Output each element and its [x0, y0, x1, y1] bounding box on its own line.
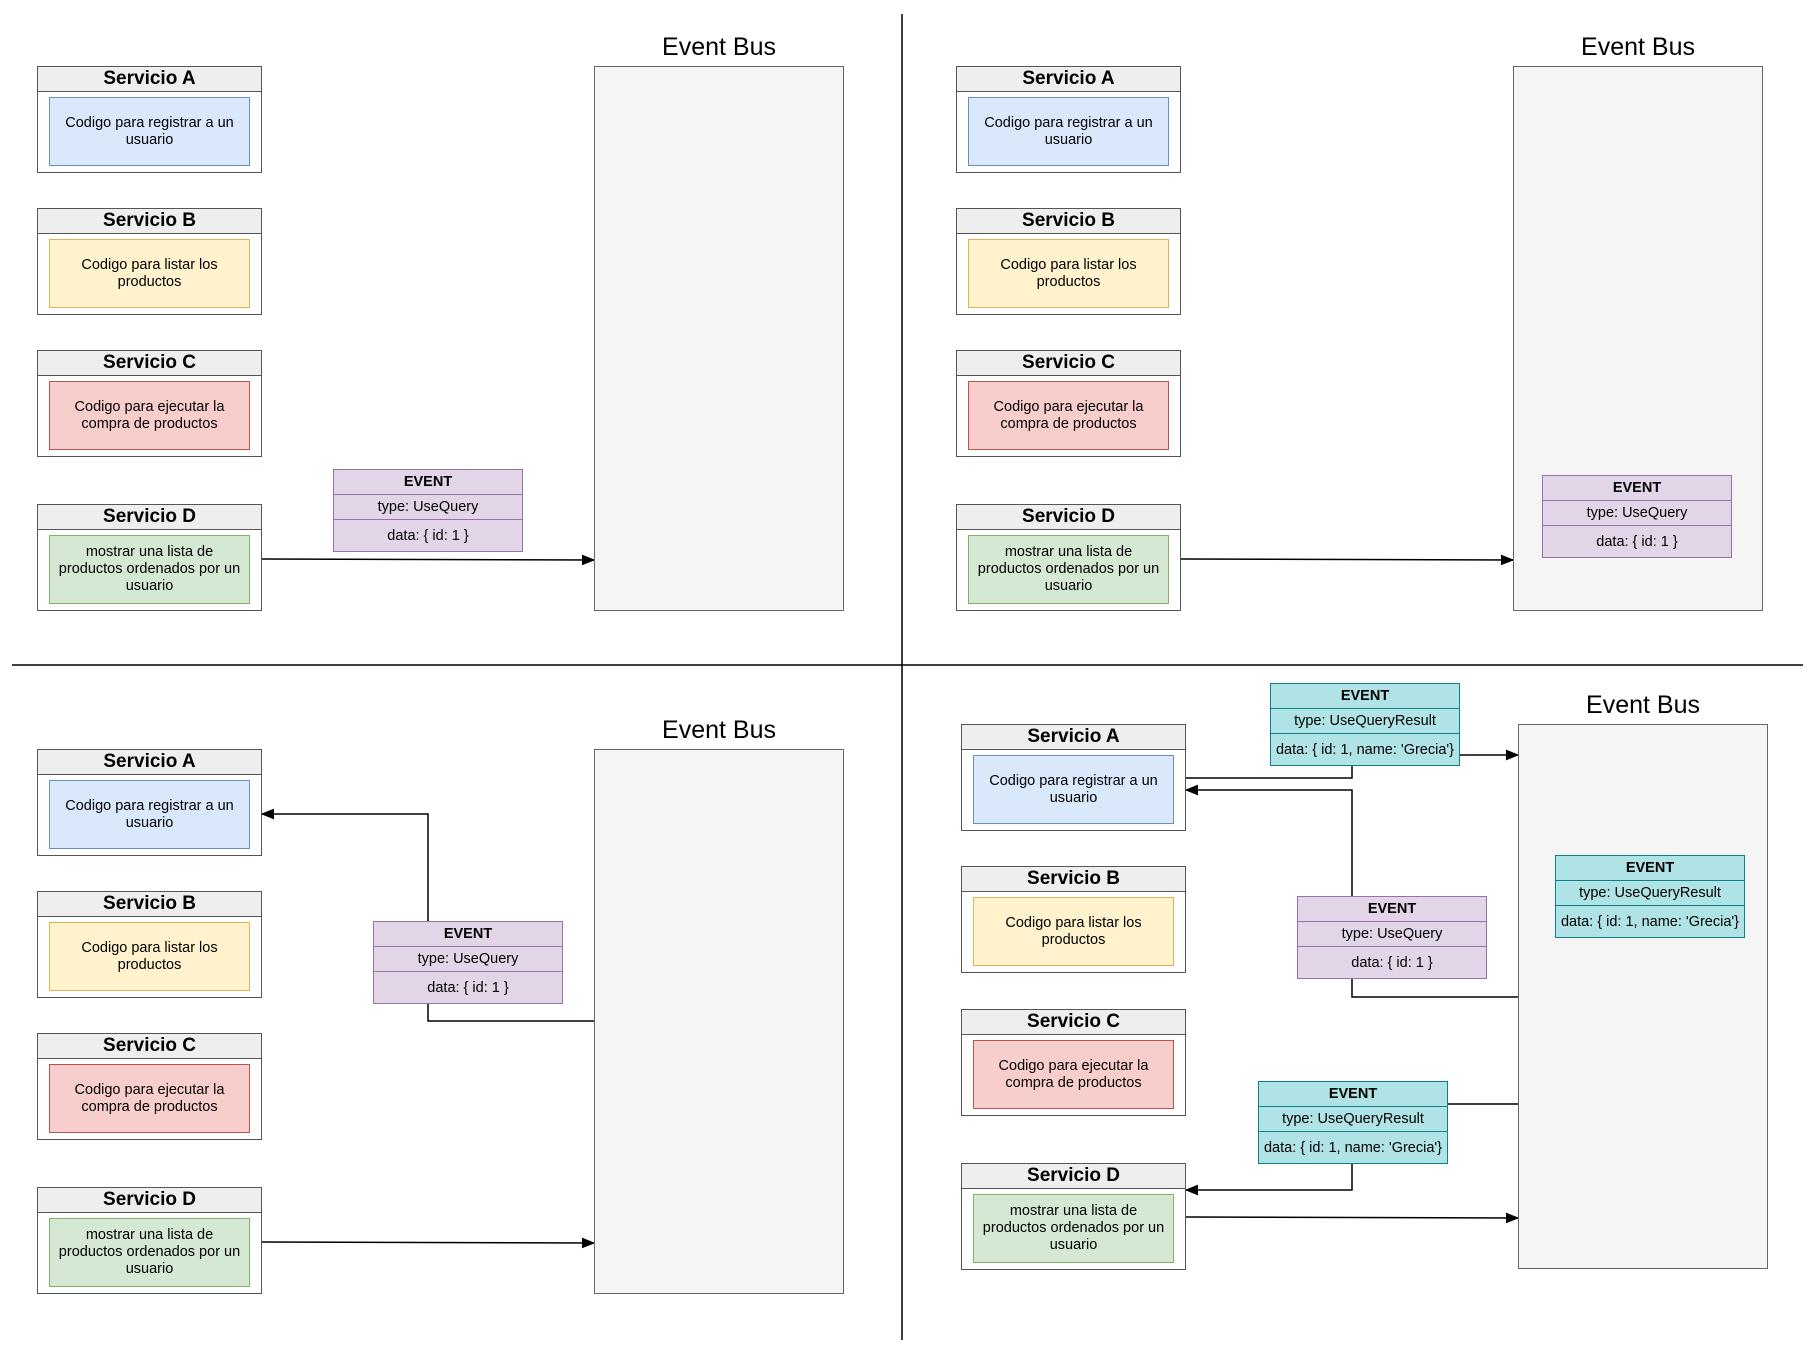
event-data: data: { id: 1 }: [1298, 946, 1486, 978]
event-data: data: { id: 1, name: 'Grecia'}: [1259, 1131, 1447, 1163]
event-bus: [594, 66, 844, 611]
event-data: data: { id: 1, name: 'Grecia'}: [1556, 905, 1744, 937]
service-b: Servicio B Codigo para listar los produc…: [956, 208, 1181, 315]
service-title: Servicio B: [957, 209, 1180, 234]
service-title: Servicio A: [38, 750, 261, 775]
event-usequeryresult: EVENT type: UseQueryResult data: { id: 1…: [1270, 683, 1460, 766]
service-c: Servicio C Codigo para ejecutar la compr…: [956, 350, 1181, 457]
service-d: Servicio D mostrar una lista de producto…: [37, 1187, 262, 1294]
service-a: Servicio A Codigo para registrar a un us…: [37, 66, 262, 173]
service-a: Servicio A Codigo para registrar a un us…: [956, 66, 1181, 173]
service-c: Servicio C Codigo para ejecutar la compr…: [37, 1033, 262, 1140]
service-description: mostrar una lista de productos ordenados…: [49, 535, 250, 604]
arrow-bus-to-a: [260, 808, 594, 1022]
event-data: data: { id: 1 }: [1543, 525, 1731, 557]
event-bus: [594, 749, 844, 1294]
service-c: Servicio C Codigo para ejecutar la compr…: [37, 350, 262, 457]
event-type: type: UseQueryResult: [1556, 880, 1744, 905]
event-usequery: EVENT type: UseQuery data: { id: 1 }: [1297, 896, 1487, 979]
event-type: type: UseQueryResult: [1259, 1106, 1447, 1131]
service-description: Codigo para ejecutar la compra de produc…: [49, 381, 250, 450]
service-title: Servicio C: [962, 1010, 1185, 1035]
service-b: Servicio B Codigo para listar los produc…: [37, 208, 262, 315]
service-description: Codigo para ejecutar la compra de produc…: [973, 1040, 1174, 1109]
arrow-d-to-bus: [261, 554, 596, 566]
service-title: Servicio B: [38, 892, 261, 917]
arrow-d-to-bus: [261, 1237, 596, 1249]
event-data: data: { id: 1, name: 'Grecia'}: [1271, 733, 1459, 765]
event-title: EVENT: [1328, 1086, 1378, 1102]
service-description: mostrar una lista de productos ordenados…: [968, 535, 1169, 604]
service-title: Servicio D: [962, 1164, 1185, 1189]
service-b: Servicio B Codigo para listar los produc…: [961, 866, 1186, 973]
service-title: Servicio C: [38, 351, 261, 376]
arrow-bus-to-a: [1184, 784, 1518, 998]
event-type: type: UseQueryResult: [1271, 708, 1459, 733]
service-description: Codigo para listar los productos: [968, 239, 1169, 308]
event-usequeryresult: EVENT type: UseQueryResult data: { id: 1…: [1258, 1081, 1448, 1164]
service-description: mostrar una lista de productos ordenados…: [49, 1218, 250, 1287]
service-description: Codigo para listar los productos: [49, 239, 250, 308]
event-data: data: { id: 1 }: [334, 519, 522, 551]
service-title: Servicio C: [957, 351, 1180, 376]
service-d: Servicio D mostrar una lista de producto…: [37, 504, 262, 611]
service-title: Servicio B: [962, 867, 1185, 892]
arrow-d-to-bus: [1180, 554, 1515, 566]
event-title: EVENT: [1367, 901, 1417, 917]
service-description: Codigo para registrar a un usuario: [49, 97, 250, 166]
event-usequeryresult: EVENT type: UseQueryResult data: { id: 1…: [1555, 855, 1745, 938]
event-data: data: { id: 1 }: [374, 971, 562, 1003]
service-d: Servicio D mostrar una lista de producto…: [956, 504, 1181, 611]
event-usequery: EVENT type: UseQuery data: { id: 1 }: [1542, 475, 1732, 558]
service-d: Servicio D mostrar una lista de producto…: [961, 1163, 1186, 1270]
service-description: Codigo para listar los productos: [973, 897, 1174, 966]
service-title: Servicio A: [957, 67, 1180, 92]
service-title: Servicio C: [38, 1034, 261, 1059]
service-a: Servicio A Codigo para registrar a un us…: [37, 749, 262, 856]
service-title: Servicio D: [957, 505, 1180, 530]
service-title: Servicio D: [38, 1188, 261, 1213]
service-title: Servicio A: [38, 67, 261, 92]
event-type: type: UseQuery: [1298, 921, 1486, 946]
event-usequery: EVENT type: UseQuery data: { id: 1 }: [373, 921, 563, 1004]
service-b: Servicio B Codigo para listar los produc…: [37, 891, 262, 998]
service-c: Servicio C Codigo para ejecutar la compr…: [961, 1009, 1186, 1116]
arrow-d-to-bus: [1185, 1212, 1520, 1224]
event-type: type: UseQuery: [1543, 500, 1731, 525]
event-bus-title: Event Bus: [1586, 691, 1700, 719]
service-description: Codigo para listar los productos: [49, 922, 250, 991]
service-title: Servicio B: [38, 209, 261, 234]
service-description: Codigo para registrar a un usuario: [968, 97, 1169, 166]
service-a: Servicio A Codigo para registrar a un us…: [961, 724, 1186, 831]
event-title: EVENT: [1340, 688, 1390, 704]
event-bus: [1518, 724, 1768, 1269]
event-title: EVENT: [1612, 480, 1662, 496]
event-bus-title: Event Bus: [662, 33, 776, 61]
event-type: type: UseQuery: [374, 946, 562, 971]
service-title: Servicio D: [38, 505, 261, 530]
event-bus-title: Event Bus: [1581, 33, 1695, 61]
event-bus-title: Event Bus: [662, 716, 776, 744]
event-title: EVENT: [1625, 860, 1675, 876]
service-description: Codigo para registrar a un usuario: [49, 780, 250, 849]
event-type: type: UseQuery: [334, 494, 522, 519]
event-title: EVENT: [443, 926, 493, 942]
event-title: EVENT: [403, 474, 453, 490]
service-description: Codigo para registrar a un usuario: [973, 755, 1174, 824]
service-title: Servicio A: [962, 725, 1185, 750]
service-description: Codigo para ejecutar la compra de produc…: [49, 1064, 250, 1133]
service-description: Codigo para ejecutar la compra de produc…: [968, 381, 1169, 450]
event-usequery: EVENT type: UseQuery data: { id: 1 }: [333, 469, 523, 552]
service-description: mostrar una lista de productos ordenados…: [973, 1194, 1174, 1263]
